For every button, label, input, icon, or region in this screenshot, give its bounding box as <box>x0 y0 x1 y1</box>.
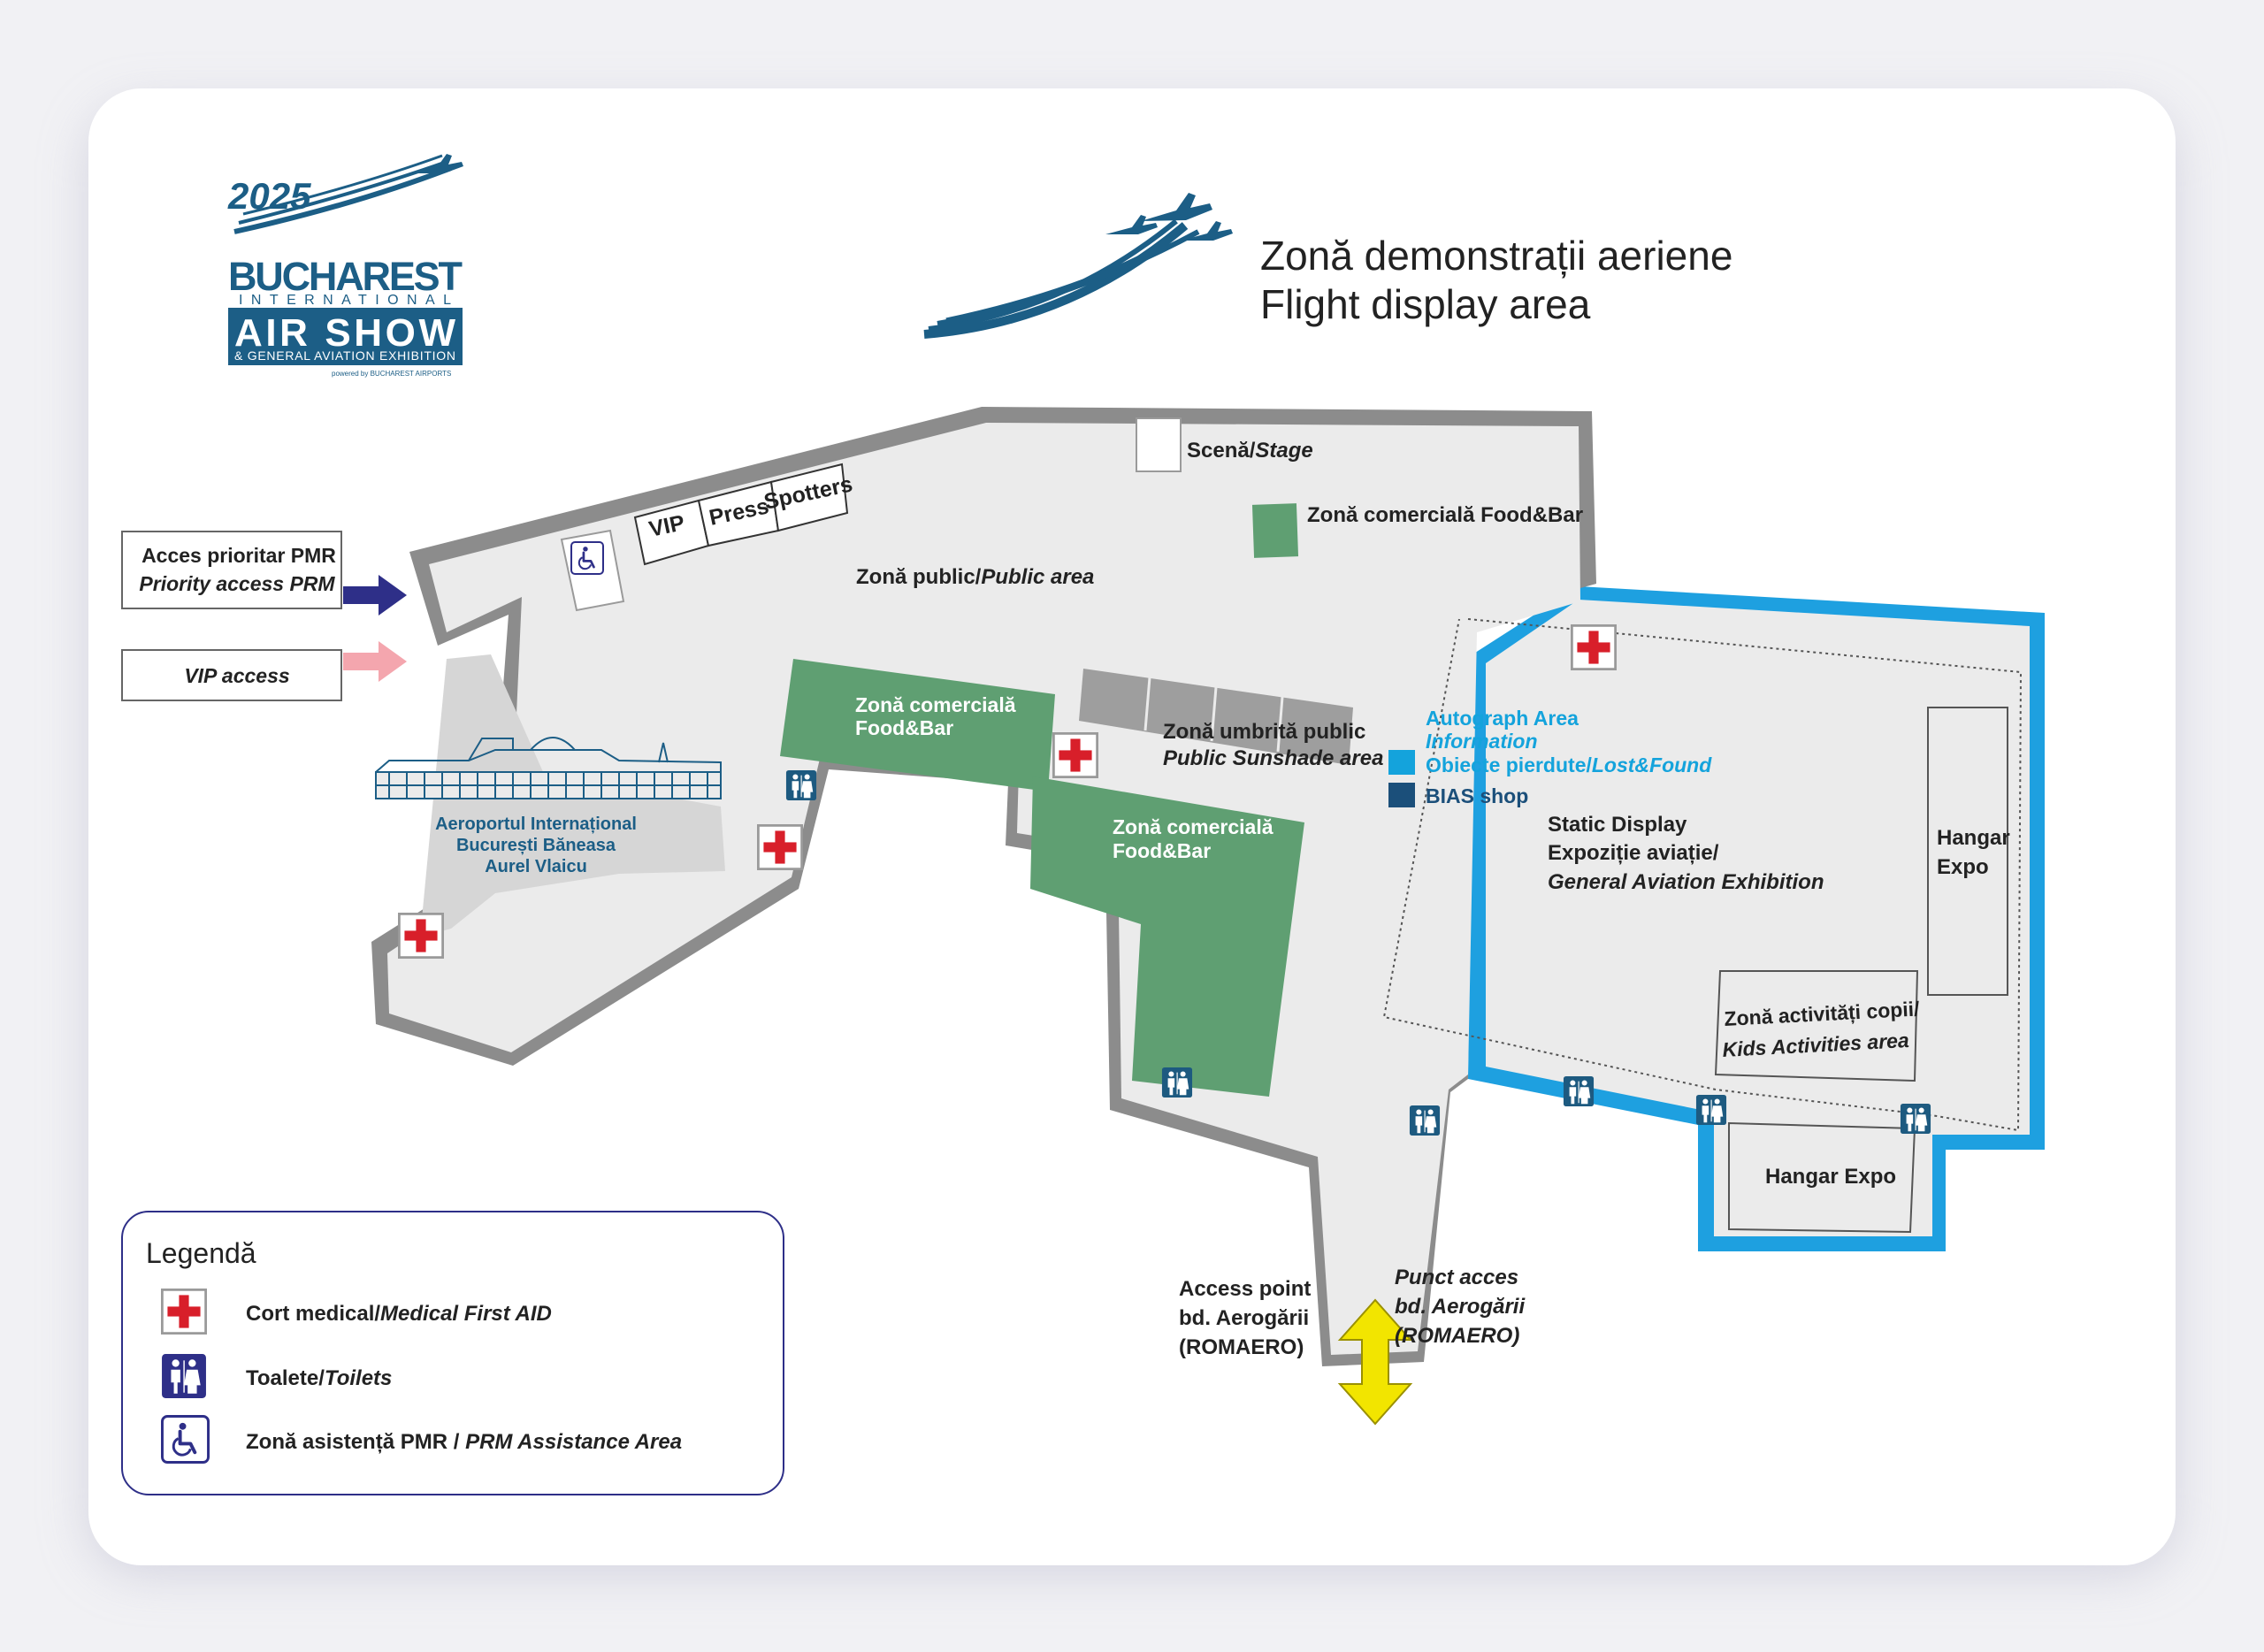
logo-swoosh-icon <box>233 154 463 234</box>
airport-building-icon <box>375 737 722 799</box>
food-zone-left <box>780 659 1055 792</box>
access-point-en1: Access point <box>1179 1277 1311 1301</box>
hangar-expo-right <box>1927 707 2008 996</box>
access-point-en3: (ROMAERO) <box>1179 1335 1304 1359</box>
access-point-ro3: (ROMAERO) <box>1395 1324 1519 1348</box>
access-point-ro1: Punct acces <box>1395 1266 1518 1289</box>
public-area-label: Zonă public/Public area <box>856 565 1094 589</box>
logo-powered: powered by BUCHAREST AIRPORTS <box>332 370 451 378</box>
spotters-box <box>769 463 849 532</box>
logo-air-show: AIR SHOW <box>234 311 455 355</box>
food-left-line1: Zonă comercială <box>855 693 1016 716</box>
stage-box <box>1136 417 1182 472</box>
medical-cross-icon <box>161 1289 207 1335</box>
vip-access-box <box>121 649 342 701</box>
venue-ground <box>387 423 1580 1355</box>
venue-area <box>371 407 2045 1366</box>
food-mid-line1: Zonă comercială <box>1113 815 1274 838</box>
shade-label-en: Public Sunshade area <box>1163 746 1383 770</box>
static-display-outline <box>1382 618 2023 1132</box>
toilet-icon <box>1563 1075 1595 1107</box>
airport-line3: Aurel Vlaicu <box>485 857 587 876</box>
toilet-icon <box>1695 1094 1727 1126</box>
legend-title: Legendă <box>146 1237 256 1269</box>
toilet-icon <box>1900 1103 1931 1135</box>
logo-subtitle: & GENERAL AVIATION EXHIBITION <box>234 348 455 363</box>
pmr-arrow-icon <box>343 575 407 616</box>
legend-toilets: Toalete/Toilets <box>246 1366 392 1390</box>
flight-display-title-ro: Zonă demonstrații aeriene <box>1260 233 1732 279</box>
food-zone-top <box>1251 503 1299 558</box>
static-display-line3: General Aviation Exhibition <box>1548 870 1824 894</box>
air-show-logo: 2025 BUCHAREST INTERNATIONAL AIR SHOW & … <box>227 154 463 378</box>
vip-access-label: VIP access <box>184 664 289 687</box>
food-top-label: Zonă comercială Food&Bar <box>1307 503 1583 527</box>
hangar-right-line2: Expo <box>1937 855 1989 879</box>
logo-name: BUCHAREST <box>228 254 463 299</box>
food-left-line2: Food&Bar <box>855 716 953 739</box>
hangar-right-line1: Hangar <box>1937 826 2010 850</box>
airport-line1: Aeroportul Internațional <box>435 815 637 834</box>
medical-cross-icon <box>1571 624 1617 670</box>
medical-cross-icon <box>398 913 444 959</box>
wheelchair-icon <box>161 1415 210 1464</box>
stage-label: Scenă/Stage <box>1187 439 1313 463</box>
information-label: Information <box>1426 730 1538 753</box>
flight-display-title-en: Flight display area <box>1260 281 1591 327</box>
flight-display-plane-icon <box>923 193 1233 339</box>
toilet-icon <box>1161 1067 1193 1098</box>
info-square <box>1388 750 1415 775</box>
toilet-icon <box>785 769 817 801</box>
access-point-en2: bd. Aerogării <box>1179 1306 1309 1330</box>
medical-cross-icon <box>1052 732 1098 778</box>
logo-international: INTERNATIONAL <box>239 293 451 308</box>
toilet-icon <box>1409 1105 1441 1136</box>
kids-area <box>1714 970 1919 1082</box>
airport-line2: București Băneasa <box>456 836 616 855</box>
wheelchair-icon <box>570 541 604 575</box>
access-point-ro2: bd. Aerogării <box>1395 1295 1526 1319</box>
food-zone-middle <box>1030 776 1304 1097</box>
static-display-line1: Static Display <box>1548 813 1687 837</box>
lost-found-label: Obiecte pierdute/Lost&Found <box>1426 753 1712 776</box>
logo-year: 2025 <box>227 175 311 217</box>
autograph-label: Autograph Area <box>1426 707 1579 730</box>
exit-arrow-icon <box>1337 1298 1413 1426</box>
hangar-bottom-label: Hangar Expo <box>1765 1165 1896 1189</box>
toilet-icon <box>162 1354 206 1398</box>
shade-label-ro: Zonă umbrită public <box>1163 720 1365 744</box>
static-display-line2: Expoziție aviație/ <box>1548 841 1719 865</box>
bias-shop-label: BIAS shop <box>1426 784 1528 807</box>
medical-cross-icon <box>757 824 803 870</box>
legend: Legendă Cort medical/Medical First AID T… <box>121 1211 784 1495</box>
bias-square <box>1388 783 1415 807</box>
legend-medical: Cort medical/Medical First AID <box>246 1302 552 1326</box>
map-labels: VIP Press Spotters Scenă/Stage Zonă come… <box>435 439 2010 1359</box>
pmr-access-ro: Acces prioritar PMR <box>142 544 336 567</box>
pmr-access-box <box>121 531 342 609</box>
logo-band <box>228 308 463 365</box>
legend-pmr: Zonă asistență PMR / PRM Assistance Area <box>246 1430 682 1454</box>
pmr-access-en: Priority access PRM <box>139 572 335 595</box>
food-mid-line2: Food&Bar <box>1113 839 1211 862</box>
vip-arrow-icon <box>343 641 407 682</box>
hangar-expo-bottom <box>1728 1121 1916 1234</box>
legend-box <box>121 1211 784 1495</box>
